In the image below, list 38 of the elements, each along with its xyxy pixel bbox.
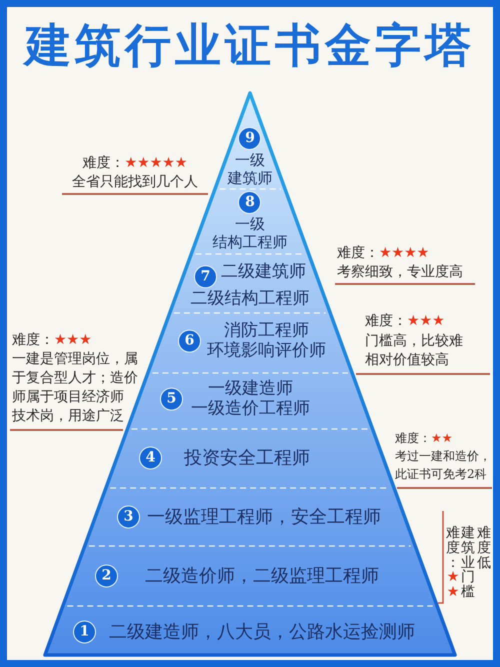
certificate-name: 一级造价工程师	[190, 399, 310, 420]
certificate-name: 投资安全工程师	[184, 447, 310, 469]
pyramid-tier	[192, 188, 308, 253]
certificate-name: 一级监理工程师，安全工程师	[146, 506, 381, 528]
note-text: 建筑业门槛难度低	[461, 526, 491, 600]
pyramid-tier	[63, 545, 437, 605]
note-text: 一建是管理岗位，属于复合型人才；造价师属于项目经济师技术岗，用途广泛	[12, 350, 139, 426]
difficulty-label: 难度：	[446, 526, 460, 570]
star-rating: ★★	[446, 570, 460, 600]
pyramid-tier	[148, 312, 352, 372]
pyramid-tier	[85, 487, 415, 545]
star-rating: ★★★	[407, 313, 445, 329]
note-text: 考察细致，专业度高	[337, 262, 464, 282]
note-text: 考过一建和造价，此证书可免考2科	[395, 448, 492, 483]
difficulty-label: 难度：	[365, 313, 407, 329]
star-rating: ★★	[431, 431, 453, 445]
difficulty-label: 难度：	[337, 244, 379, 260]
certificate-name: 环境影响评价师	[206, 341, 326, 362]
certificate-name: 二级建筑师	[220, 261, 306, 282]
pyramid-tier	[44, 605, 455, 655]
certificate-name: 一级建造师	[206, 378, 294, 399]
certificate-name: 二级建造师，八大员，公路水运捡测师	[108, 621, 415, 643]
certificate-name: 一级结构工程师	[212, 215, 288, 251]
certificate-name: 一级建筑师	[227, 151, 272, 187]
certificate-name: 二级结构工程师	[189, 288, 310, 309]
pyramid-tier	[106, 428, 394, 487]
difficulty-label: 难度：	[395, 431, 431, 445]
star-rating: ★★★★★	[124, 154, 188, 170]
star-rating: ★★★	[54, 332, 92, 348]
difficulty-label: 难度：	[82, 154, 125, 170]
certificate-name: 消防工程师	[222, 320, 310, 341]
note-text: 全省只能找到几个人	[71, 172, 199, 192]
difficulty-label: 难度：	[12, 332, 54, 348]
certificate-name: 二级造价师，二级监理工程师	[144, 565, 379, 587]
note-text: 门槛高，比较难相对价值较高	[365, 332, 464, 370]
pyramid-tier	[170, 253, 330, 312]
title: 建筑行业证书金字塔	[25, 20, 475, 71]
star-rating: ★★★★	[379, 244, 430, 260]
